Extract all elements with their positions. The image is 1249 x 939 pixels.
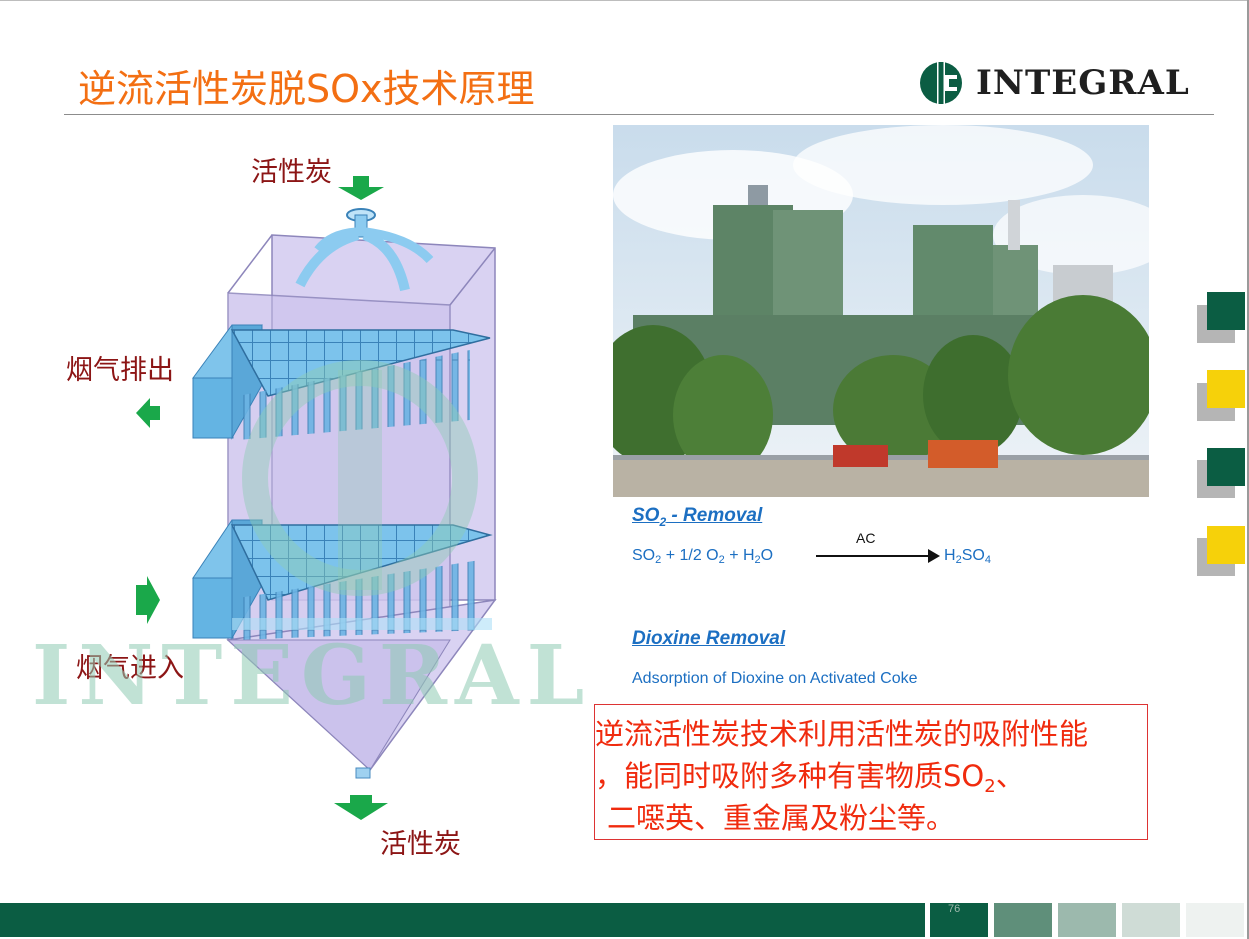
- footer-block-5: [1186, 903, 1244, 937]
- note-line-1: 逆流活性炭技术利用活性炭的吸附性能: [595, 717, 1089, 751]
- integral-logo-icon: [920, 62, 962, 104]
- power-plant-photo: [613, 125, 1149, 497]
- summary-note-box: 逆流活性炭技术利用活性炭的吸附性能 ，能同时吸附多种有害物质SO2、 二噁英、重…: [594, 704, 1148, 840]
- eq-prod-h: H: [944, 547, 956, 564]
- carbon-in-label: 活性炭: [251, 157, 332, 188]
- eq-water-o: O: [760, 547, 774, 564]
- so2-heading-removal: - Removal: [666, 505, 763, 526]
- gas-in-arrow-icon: [136, 576, 160, 624]
- eq-so: SO: [632, 547, 656, 564]
- eq-prod-so: SO: [961, 547, 985, 564]
- so2-heading-sub: 2: [659, 514, 667, 529]
- adsorber-diagram: 活性炭 烟气排出 烟气进入 活性炭: [0, 130, 620, 870]
- footer-block-2: [994, 903, 1052, 937]
- gas-out-arrow-icon: [136, 398, 160, 428]
- reaction-arrow-icon: [928, 549, 940, 563]
- footer-block-1: [930, 903, 988, 937]
- eq-prod-h-sub: 2: [955, 554, 962, 566]
- eq-prod-so-sub: 4: [984, 554, 991, 566]
- note-line-2: ，能同时吸附多种有害物质SO2、: [595, 753, 1025, 797]
- eq-h-sub: 2: [754, 554, 761, 566]
- frame-top-border: [0, 0, 1249, 1]
- note-line-3: 二噁英、重金属及粉尘等。: [607, 801, 956, 835]
- footer-block-4: [1122, 903, 1180, 937]
- note-line-2-sub: 2: [984, 776, 996, 797]
- eq-o-sub: 2: [718, 554, 725, 566]
- eq-h: + H: [724, 547, 755, 564]
- slide-title: 逆流活性炭脱SOx技术原理: [78, 67, 535, 111]
- footer-block-3: [1058, 903, 1116, 937]
- dioxine-removal-heading: Dioxine Removal: [632, 628, 786, 649]
- gas-out-label: 烟气排出: [66, 355, 174, 386]
- footer-bar: [0, 903, 925, 937]
- carbon-out-label: 活性炭: [380, 829, 461, 860]
- frame-right-border: [1247, 0, 1249, 939]
- title-divider: [64, 114, 1214, 115]
- adsorber-illustration: [136, 176, 497, 820]
- note-line-2-text: ，能同时吸附多种有害物质SO: [595, 759, 985, 793]
- page-number: 76: [948, 903, 961, 915]
- deco-tile-green-1: [1207, 292, 1245, 330]
- catalyst-label: AC: [856, 530, 876, 546]
- eq-o: + 1/2 O: [661, 547, 719, 564]
- so2-heading-so: SO: [632, 505, 660, 526]
- so2-reactants: SO2 + 1/2 O2 + H2O: [632, 547, 773, 566]
- so2-removal-heading: SO2 - Removal: [632, 505, 762, 529]
- integral-logo: INTEGRAL: [916, 60, 1190, 106]
- eq-so-sub: 2: [655, 554, 662, 566]
- logo-wordmark: INTEGRAL: [976, 63, 1190, 103]
- carbon-in-arrow-icon: [338, 176, 384, 200]
- carbon-out-arrow-icon: [334, 795, 388, 820]
- gas-in-label: 烟气进入: [76, 653, 184, 684]
- deco-tile-green-2: [1207, 448, 1245, 486]
- reaction-arrow-line: [816, 555, 932, 557]
- dioxine-description: Adsorption of Dioxine on Activated Coke: [632, 670, 918, 687]
- note-line-2-end: 、: [995, 759, 1025, 793]
- so2-product: H2SO4: [944, 547, 991, 566]
- deco-tile-yellow-2: [1207, 526, 1245, 564]
- deco-tile-yellow-1: [1207, 370, 1245, 408]
